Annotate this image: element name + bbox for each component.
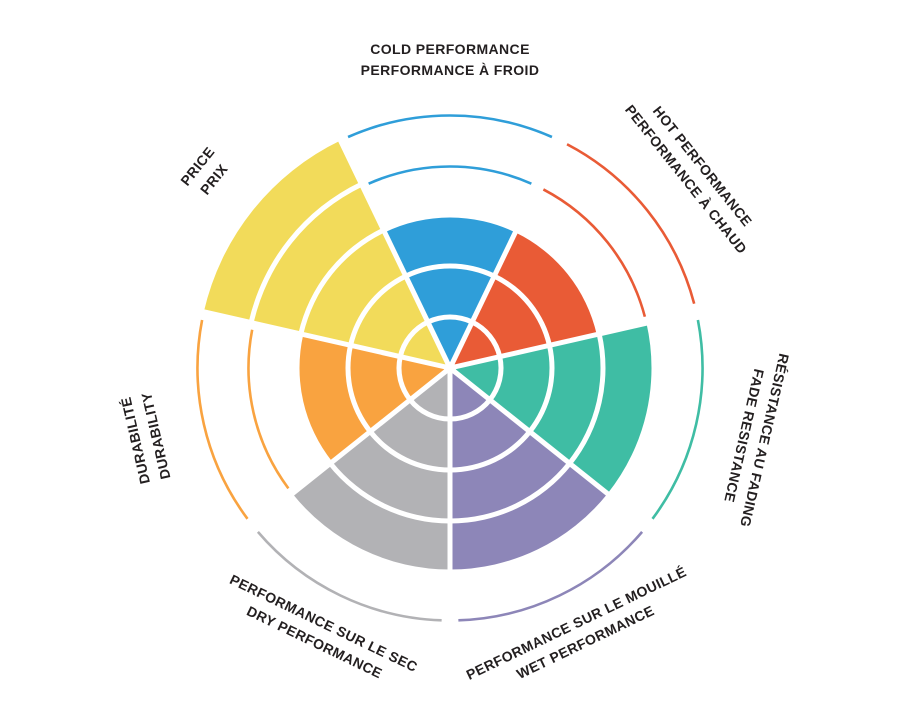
- sector-cold-performance-arc-4: [368, 165, 532, 185]
- sector-fade-resistance-band-2: [491, 345, 550, 431]
- sector-price-band-4: [253, 186, 383, 334]
- sector-hot-performance-band-2: [473, 278, 548, 357]
- sector-hot-performance-band-1: [452, 324, 498, 367]
- sector-price-band-1: [402, 324, 448, 367]
- sector-price-band-2: [352, 278, 427, 357]
- sector-hot-performance-arc-4: [542, 188, 647, 318]
- sector-price-band-3: [303, 232, 405, 345]
- sector-fade-resistance-band-4: [571, 323, 652, 494]
- sector-wet-performance-band-4: [450, 464, 608, 570]
- sector-durability-band-2: [350, 345, 409, 431]
- sector-price-band-5: [203, 140, 361, 323]
- sector-durability-band-3: [299, 334, 369, 462]
- sector-fade-resistance-band-3: [531, 334, 601, 462]
- sector-wet-performance-band-3: [450, 433, 568, 519]
- sector-divider: [447, 130, 566, 370]
- sector-wet-performance-arc-5: [458, 531, 644, 622]
- label-cold-line-2: PERFORMANCE À FROID: [360, 62, 540, 78]
- chart-center: [444, 362, 456, 374]
- sector-divider: [449, 307, 706, 371]
- sector-dry-performance-band-2: [372, 401, 450, 468]
- sector-wet-performance-band-2: [450, 401, 528, 468]
- sector-dry-performance-band-1: [412, 371, 450, 417]
- sector-dry-performance-arc-5: [256, 531, 442, 622]
- sector-durability-band-1: [401, 357, 447, 399]
- sector-divider: [243, 366, 452, 534]
- label-cold-line-1: COLD PERFORMANCE: [370, 41, 530, 57]
- sector-hot-performance-arc-5: [566, 143, 696, 305]
- sector-cold-performance-arc-5: [347, 114, 553, 139]
- sector-fade-resistance-band-1: [453, 357, 499, 399]
- sector-dry-performance-band-3: [332, 433, 450, 519]
- label-cold-performance: COLD PERFORMANCE PERFORMANCE À FROID: [361, 39, 540, 81]
- sector-dry-performance-band-4: [292, 464, 450, 570]
- sector-divider: [448, 366, 657, 534]
- sector-fade-resistance-arc-5: [651, 319, 704, 520]
- sector-durability-arc-5: [196, 319, 249, 520]
- sector-cold-performance-band-3: [384, 217, 516, 274]
- sector-hot-performance-band-3: [495, 232, 597, 345]
- sector-cold-performance-band-2: [406, 268, 494, 320]
- sector-divider: [334, 130, 453, 370]
- sector-cold-performance-band-1: [428, 319, 472, 364]
- sector-divider: [194, 307, 451, 371]
- sector-durability-arc-4: [247, 329, 290, 490]
- sector-wet-performance-band-1: [450, 371, 488, 417]
